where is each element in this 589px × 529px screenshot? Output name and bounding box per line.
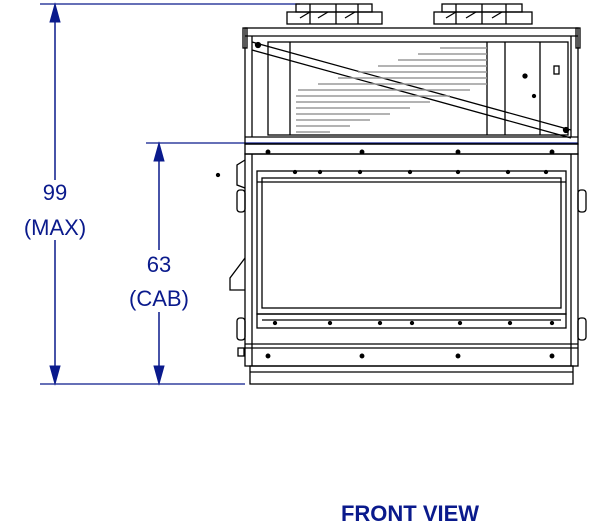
panel-hatching xyxy=(296,47,487,133)
fan-collar-right xyxy=(433,3,533,25)
diagonal-brace xyxy=(251,41,572,131)
overall-height-qualifier: (MAX) xyxy=(24,215,86,240)
overall-top-arrowhead xyxy=(49,2,61,23)
lifting-lug-right-upper xyxy=(577,189,587,213)
overall-height-value: 99 xyxy=(43,180,67,205)
base-rail xyxy=(249,365,574,385)
left-side-bracket xyxy=(236,159,246,189)
lifting-lug-right-lower xyxy=(577,317,587,341)
overall-bottom-arrowhead xyxy=(49,365,61,386)
separator-band xyxy=(244,143,579,155)
view-title: FRONT VIEW xyxy=(341,501,479,526)
cabinet-top-arrowhead xyxy=(153,141,165,162)
fan-collar-left xyxy=(286,3,383,25)
cabinet-height-value: 63 xyxy=(147,252,171,277)
unit-outline xyxy=(215,3,587,385)
lifting-lug-left-lower xyxy=(236,317,246,341)
cabinet-height-qualifier: (CAB) xyxy=(129,286,189,311)
cabinet-bottom-arrowhead xyxy=(153,365,165,386)
cabinet-body xyxy=(244,153,579,367)
lifting-lug-left-upper xyxy=(236,189,246,213)
coil-window xyxy=(256,170,567,315)
drain-pan xyxy=(256,313,567,329)
upper-access-panel xyxy=(267,41,569,136)
